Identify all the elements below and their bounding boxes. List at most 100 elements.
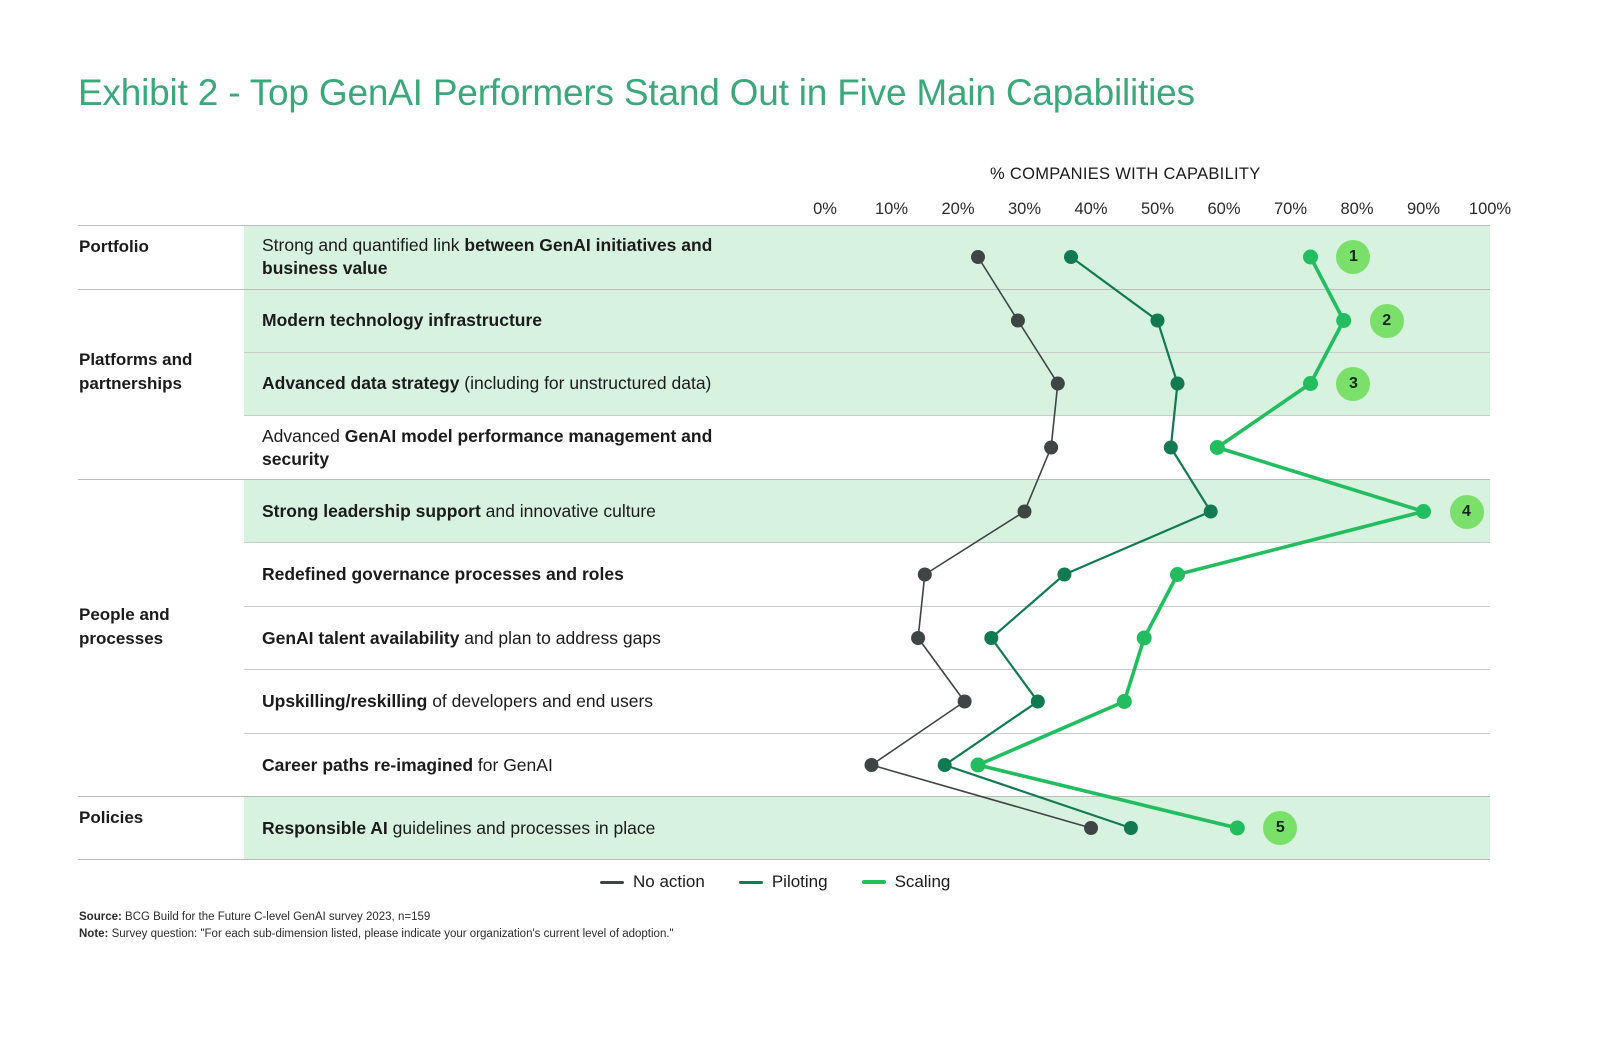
row-divider	[244, 669, 1490, 670]
data-point[interactable]	[970, 757, 986, 773]
data-point[interactable]	[911, 631, 926, 645]
footnote-note-label: Note:	[79, 928, 109, 940]
x-tick-60: 60%	[1207, 200, 1241, 218]
rank-badge-2: 2	[1369, 303, 1404, 338]
legend-item-scaling[interactable]: Scaling	[861, 872, 951, 892]
rank-badge-1: 1	[1336, 240, 1371, 274]
data-point[interactable]	[1209, 440, 1225, 455]
x-tick-30: 30%	[1007, 200, 1042, 218]
row-divider	[244, 352, 1490, 353]
row-label-plain-suffix: and plan to address gaps	[459, 627, 661, 648]
data-point[interactable]	[1050, 376, 1065, 391]
legend-label: Piloting	[771, 872, 828, 891]
legend-label: Scaling	[894, 872, 951, 891]
row-divider	[244, 733, 1490, 734]
data-point[interactable]	[1136, 630, 1152, 646]
footnote-note-text: Survey question: "For each sub-dimension…	[108, 928, 674, 940]
data-point[interactable]	[957, 694, 972, 709]
footnote-source: Source: BCG Build for the Future C-level…	[79, 909, 430, 925]
row-label-bold: Advanced data strategy	[262, 373, 460, 393]
legend-swatch-icon	[861, 880, 886, 884]
x-tick-70: 70%	[1273, 200, 1308, 218]
data-point[interactable]	[864, 758, 879, 772]
footnote-source-label: Source:	[79, 911, 122, 923]
group-label-policies: Policies	[79, 806, 239, 830]
row-label-bold: Upskilling/reskilling	[262, 691, 428, 711]
data-point[interactable]	[1030, 694, 1045, 709]
row-divider	[244, 606, 1490, 607]
data-point[interactable]	[1044, 440, 1059, 455]
row-divider	[78, 225, 1490, 226]
footnote-source-text: BCG Build for the Future C-level GenAI s…	[121, 911, 431, 923]
row-divider	[78, 859, 1490, 860]
row-highlight-band	[244, 289, 1490, 352]
group-label-line: Platforms and	[79, 350, 193, 369]
footnote-note: Note: Survey question: "For each sub-dim…	[79, 926, 674, 942]
rank-badge-4: 4	[1449, 494, 1484, 529]
data-point[interactable]	[1057, 567, 1072, 582]
x-tick-20: 20%	[941, 200, 975, 218]
row-divider	[78, 796, 1490, 797]
data-point[interactable]	[1017, 504, 1032, 519]
data-point[interactable]	[1150, 313, 1165, 328]
data-point[interactable]	[1416, 504, 1431, 519]
row-label: GenAI talent availability and plan to ad…	[262, 627, 862, 650]
data-point[interactable]	[1303, 376, 1318, 391]
row-label-bold: Modern technology infrastructure	[262, 310, 543, 330]
data-point[interactable]	[937, 758, 952, 772]
group-label-line: People and	[79, 605, 170, 624]
legend-swatch-icon	[600, 880, 624, 884]
row-label: Modern technology infrastructure	[262, 309, 862, 332]
row-label-plain-suffix: and innovative culture	[480, 501, 656, 521]
row-label-bold: Career paths re-imagined	[262, 754, 474, 775]
data-point[interactable]	[1229, 820, 1245, 836]
row-label: Upskilling/reskilling of developers and …	[262, 690, 862, 713]
row-label: Career paths re-imagined for GenAI	[262, 754, 862, 777]
row-label: Responsible AI guidelines and processes …	[262, 817, 862, 840]
row-label-plain-prefix: Advanced	[262, 425, 345, 446]
row-label-bold: GenAI talent availability	[262, 627, 460, 648]
data-point[interactable]	[971, 250, 985, 264]
x-tick-10: 10%	[874, 200, 909, 218]
row-label: Strong leadership support and innovative…	[262, 500, 862, 523]
row-label-bold: Strong leadership support	[262, 501, 481, 521]
group-label-line: processes	[79, 629, 164, 648]
series-line-piloting	[943, 255, 1212, 830]
data-point[interactable]	[1170, 567, 1185, 582]
row-divider	[78, 479, 1490, 480]
x-tick-50: 50%	[1140, 200, 1175, 218]
data-point[interactable]	[1203, 504, 1218, 519]
data-point[interactable]	[1010, 313, 1025, 328]
row-label-plain-suffix: (including for unstructured data)	[459, 373, 712, 393]
legend-swatch-icon	[738, 880, 763, 884]
data-point[interactable]	[1116, 694, 1132, 709]
data-point[interactable]	[917, 567, 932, 582]
x-axis-title: % COMPANIES WITH CAPABILITY	[990, 165, 1261, 183]
x-tick-80: 80%	[1340, 200, 1374, 218]
data-point[interactable]	[1303, 249, 1318, 265]
data-point[interactable]	[1336, 313, 1352, 328]
legend-label: No action	[633, 872, 705, 891]
data-point[interactable]	[1163, 440, 1178, 455]
series-line-no-action	[870, 256, 1092, 829]
row-label-bold: Responsible AI	[262, 817, 388, 838]
row-label: Redefined governance processes and roles	[262, 563, 862, 586]
rank-badge-5: 5	[1263, 811, 1298, 845]
legend-item-piloting[interactable]: Piloting	[738, 872, 828, 892]
data-point[interactable]	[984, 631, 999, 645]
data-point[interactable]	[1064, 250, 1078, 264]
data-point[interactable]	[1084, 821, 1098, 835]
group-label-people-and: People and processes	[79, 603, 239, 651]
chart-legend: No action Piloting Scaling	[600, 872, 950, 892]
data-point[interactable]	[1170, 376, 1185, 391]
x-tick-0: 0%	[813, 200, 837, 218]
rank-badge-3: 3	[1336, 366, 1371, 401]
data-point[interactable]	[1123, 821, 1138, 835]
legend-item-no-action[interactable]: No action	[600, 872, 705, 892]
row-label-plain-prefix: Strong and quantified link	[262, 235, 465, 255]
x-tick-40: 40%	[1074, 200, 1108, 218]
